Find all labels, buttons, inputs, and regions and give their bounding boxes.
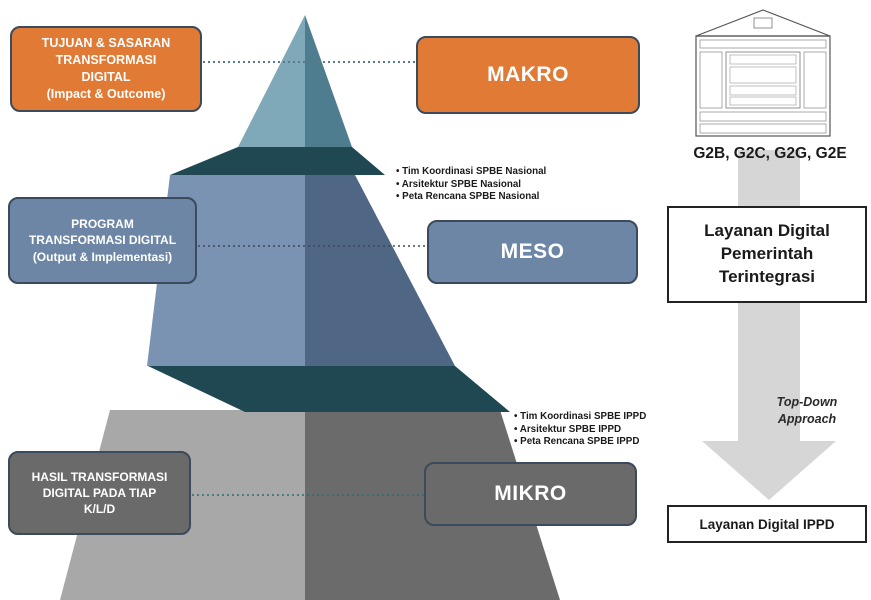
meso-bullet-list: Tim Koordinasi SPBE Nasional Arsitektur … bbox=[396, 166, 546, 204]
top-down-approach-label: Top-Down Approach bbox=[776, 395, 838, 426]
layanan-digital-ippd-box: Layanan Digital IPPD bbox=[667, 505, 867, 543]
meso-level-box: MESO bbox=[427, 220, 638, 284]
pyramid-connector-lower bbox=[148, 366, 510, 412]
mikro-level-box: MIKRO bbox=[424, 462, 637, 526]
pyramid-tier-makro-right bbox=[305, 15, 352, 147]
pyramid-connector-upper bbox=[170, 147, 385, 175]
services-label: G2B, G2C, G2G, G2E bbox=[693, 145, 847, 162]
layanan-digital-pemerintah-box: Layanan Digital Pemerintah Terintegrasi bbox=[667, 206, 867, 303]
hasil-transformasi-box: HASIL TRANSFORMASI DIGITAL PADA TIAP K/L… bbox=[8, 451, 191, 535]
meso-bullet-item: Tim Koordinasi SPBE Nasional bbox=[396, 166, 546, 179]
meso-bullet-item: Arsitektur SPBE Nasional bbox=[396, 179, 546, 192]
pyramid-tier-meso-right bbox=[305, 175, 455, 366]
pyramid-tier-makro-left bbox=[238, 15, 305, 147]
meso-bullet-item: Peta Rencana SPBE Nasional bbox=[396, 191, 546, 204]
mikro-bullet-list: Tim Koordinasi SPBE IPPD Arsitektur SPBE… bbox=[514, 411, 646, 449]
program-transformasi-box: PROGRAM TRANSFORMASI DIGITAL (Output & I… bbox=[8, 197, 197, 284]
spbe-architecture-icon bbox=[695, 9, 831, 137]
mikro-bullet-item: Arsitektur SPBE IPPD bbox=[514, 424, 646, 437]
tujuan-sasaran-box: TUJUAN & SASARAN TRANSFORMASI DIGITAL (I… bbox=[10, 26, 202, 112]
makro-level-box: MAKRO bbox=[416, 36, 640, 114]
mikro-bullet-item: Peta Rencana SPBE IPPD bbox=[514, 436, 646, 449]
top-down-arrow bbox=[702, 150, 836, 500]
mikro-bullet-item: Tim Koordinasi SPBE IPPD bbox=[514, 411, 646, 424]
